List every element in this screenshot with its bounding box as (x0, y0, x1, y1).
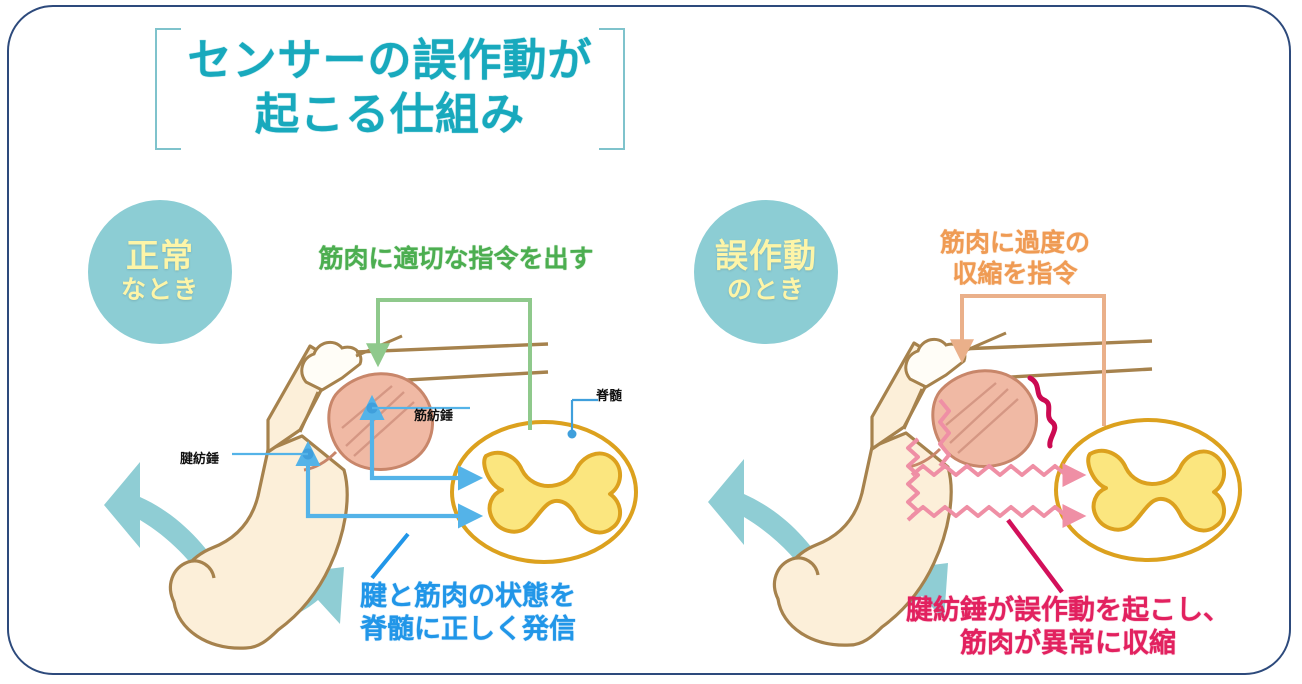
badge-malfunction-sub: のとき (726, 275, 805, 304)
label-muscle-spindle: 筋紡錘 (414, 408, 454, 423)
spinal-cord-dot-left (567, 429, 577, 439)
page-title: センサーの誤作動が 起こる仕組み (187, 36, 593, 139)
spinal-cord-gray-matter-right (1086, 448, 1226, 533)
title-block: センサーの誤作動が 起こる仕組み (155, 28, 625, 158)
command-bracket-icon-green (366, 298, 532, 430)
leg-shape-left (172, 434, 349, 650)
heel-shape-right (772, 556, 820, 600)
signal-arrow-icon-pink-group (906, 398, 1087, 528)
badge-malfunction: 誤作動 のとき (694, 200, 838, 344)
label-tendon-spindle: 腱紡錘 (180, 451, 220, 466)
badge-normal-main: 正常 (126, 237, 194, 275)
caption-malfunction: 腱紡錘が誤作動を起こし、 筋肉が異常に収縮 (906, 595, 1230, 659)
upper-bone-line-a-right (959, 339, 1153, 351)
upper-bone-line-a (355, 342, 549, 354)
bracket-right-icon (599, 28, 625, 150)
panel-normal-art (104, 298, 638, 650)
motion-arrow-icon-right-up (708, 459, 828, 582)
muscle-shape-right (931, 369, 1038, 468)
caption-normal: 腱と筋肉の状態を 脊髄に正しく発信 (360, 581, 576, 645)
badge-normal: 正常 なとき (88, 200, 232, 344)
muscle-shape-left (327, 372, 434, 471)
tendon-line-left (298, 391, 320, 433)
command-bracket-icon-orange (950, 294, 1106, 426)
heading-malfunction: 筋肉に過度の 収縮を指令 (939, 229, 1090, 288)
caption-leader-right (1006, 518, 1064, 594)
badge-normal-sub: なとき (120, 275, 199, 304)
signal-arrow-icon-blue-group (295, 394, 484, 529)
bracket-left-icon (155, 28, 181, 150)
panel-malfunction-art (708, 294, 1242, 647)
muscle-striations-right (945, 382, 1019, 454)
heading-normal: 筋肉に適切な指令を出す (318, 245, 594, 273)
heel-shape-left (168, 559, 216, 603)
spasm-squiggle-icon (1027, 375, 1058, 449)
label-spinal-cord: 脊髄 (596, 388, 623, 403)
tendon-line-right (902, 388, 924, 430)
spinal-cord-gray-matter-left (482, 450, 622, 535)
caption-leader-left (370, 532, 410, 580)
motion-arrow-icon-left-up (104, 462, 225, 586)
badge-malfunction-main: 誤作動 (715, 237, 817, 275)
